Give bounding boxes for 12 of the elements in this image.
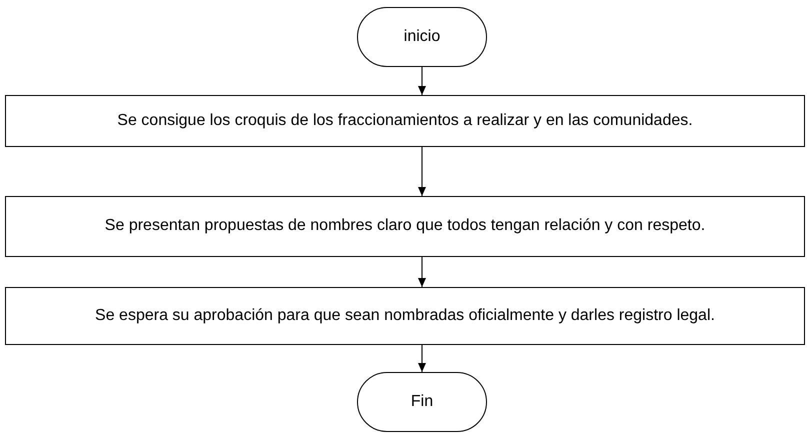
arrow [418,146,426,196]
node-text: Se presentan propuestas de nombres claro que todos tengan relación y con respeto. [104,216,706,236]
process-box [5,95,805,147]
arrow [418,66,426,96]
arrow [418,256,426,288]
arrow [418,344,426,372]
node-text: inicio [404,28,440,46]
node-text: Se espera su aprobación para que sean nombradas oficialmente y darles registro legal. [95,306,715,326]
node-text: Fin [410,393,434,411]
process-box [5,196,805,257]
process-box [5,287,805,345]
node-text: Se consigue los croquis de los fraccionamientos a realizar y en las comunidades. [117,110,693,131]
